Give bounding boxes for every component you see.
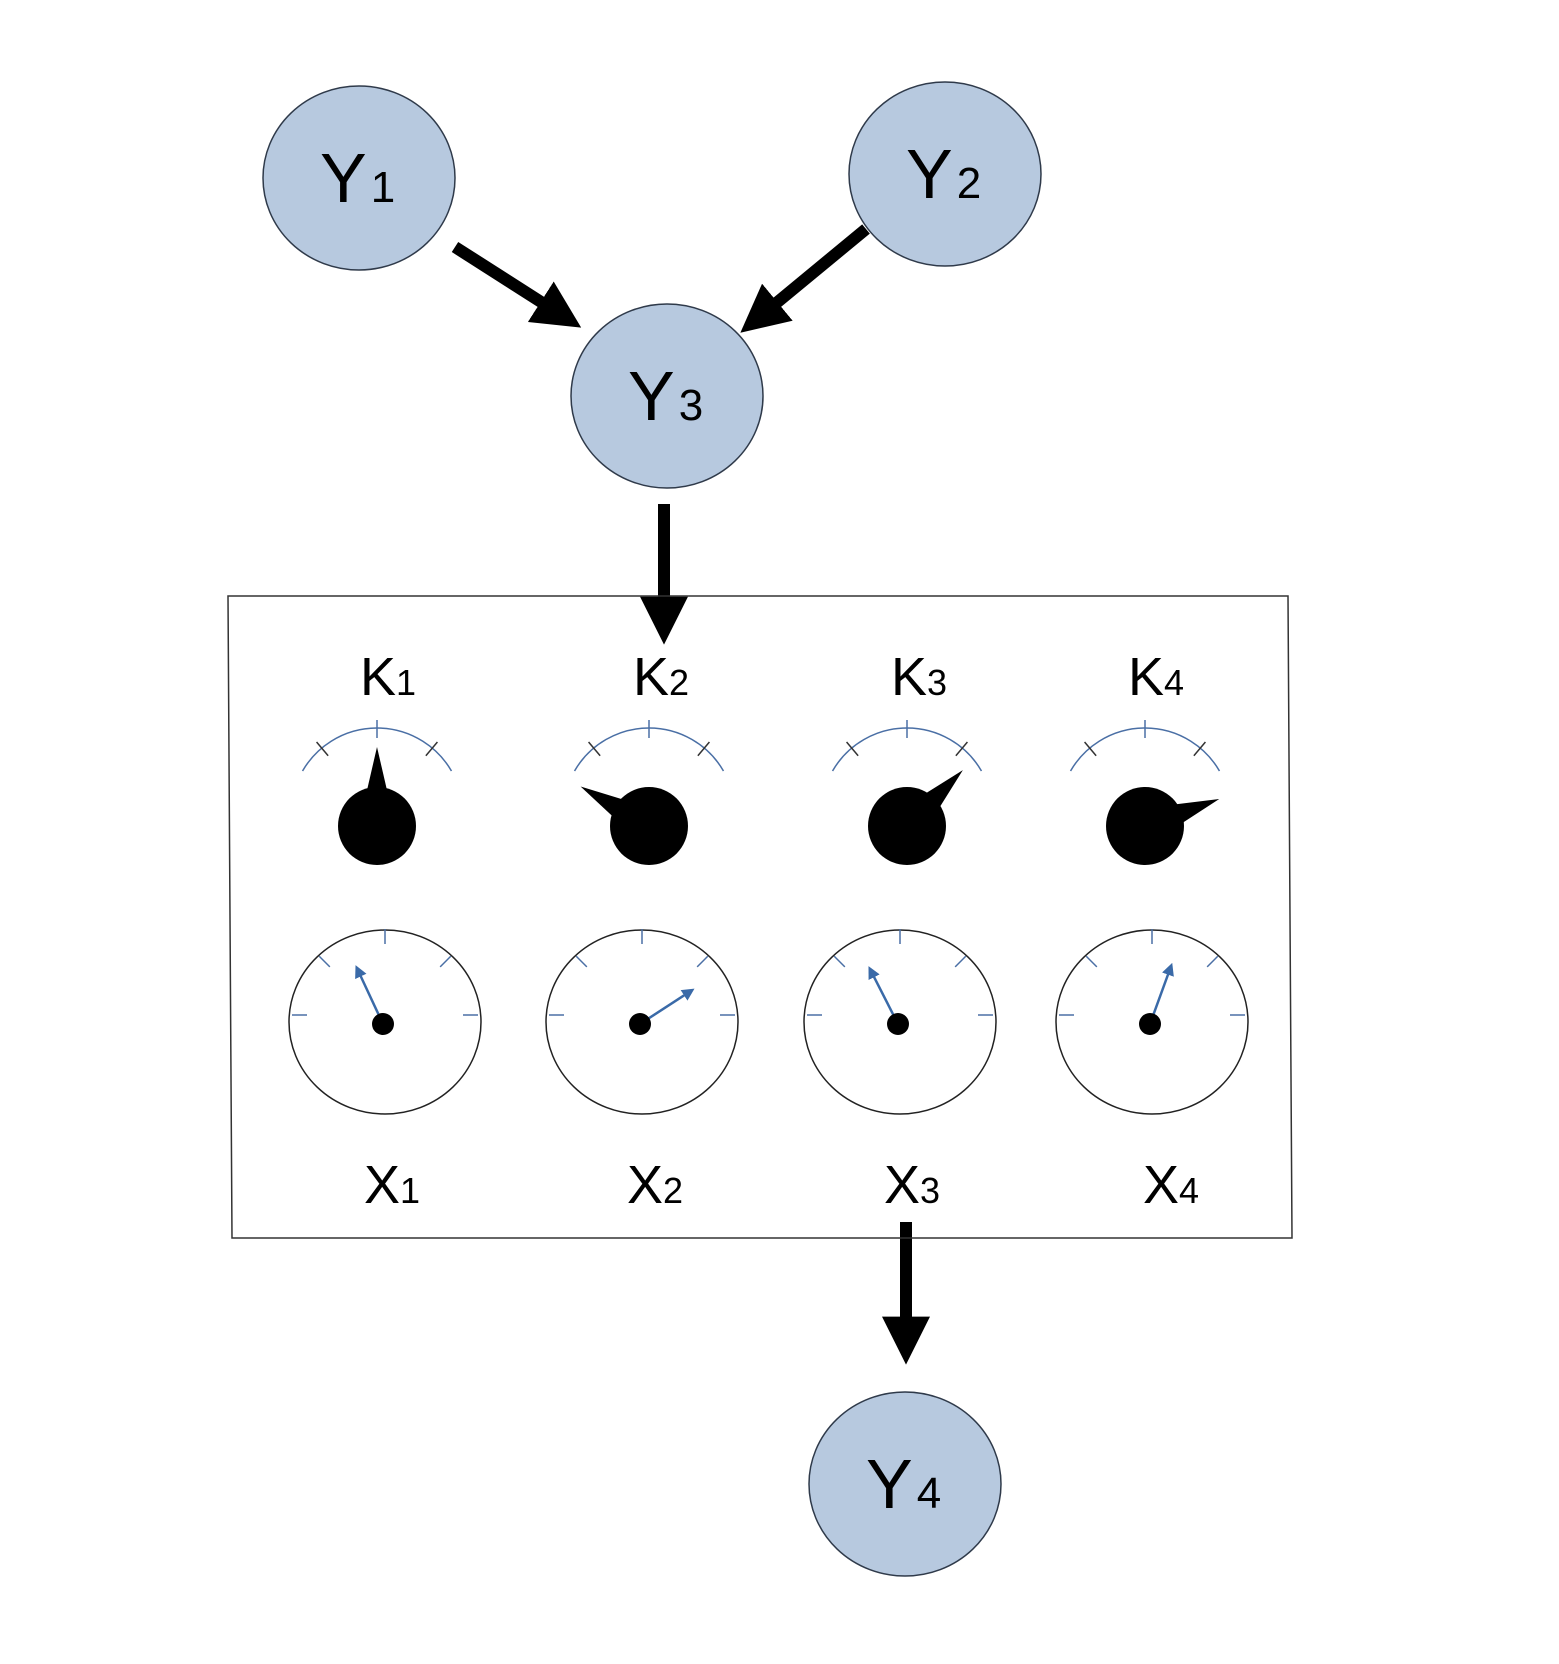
knob-tick bbox=[588, 741, 601, 757]
gauge-pivot bbox=[629, 1013, 651, 1035]
gauge-tick bbox=[1085, 955, 1098, 968]
plate-box bbox=[227, 595, 1293, 1239]
knob-tick bbox=[955, 741, 968, 757]
k1-label: K1 bbox=[360, 647, 416, 707]
knob-tick bbox=[697, 741, 710, 757]
gauge-tick bbox=[575, 955, 588, 968]
knob-icon bbox=[301, 720, 453, 865]
k2-label: K2 bbox=[633, 647, 689, 707]
node-y4-label: Y4 bbox=[866, 1445, 941, 1523]
gauge-icon bbox=[803, 929, 997, 1115]
gauge-tick bbox=[833, 955, 846, 968]
node-y1-label: Y1 bbox=[320, 139, 395, 217]
knob-tick bbox=[846, 741, 859, 757]
knob-pointer bbox=[919, 770, 963, 814]
knob-tick bbox=[316, 741, 329, 757]
knob-body bbox=[1106, 787, 1184, 865]
node-y1: Y1 bbox=[262, 85, 456, 271]
knob-body bbox=[610, 787, 688, 865]
node-y4: Y4 bbox=[808, 1391, 1002, 1577]
gauge-tick bbox=[439, 955, 452, 968]
gauge-pivot bbox=[1139, 1013, 1161, 1035]
knob-tick bbox=[425, 741, 438, 757]
gauge-tick bbox=[696, 955, 709, 968]
knob-pointer bbox=[365, 747, 389, 798]
x1-label: X1 bbox=[364, 1155, 420, 1215]
knob-icon bbox=[831, 720, 983, 865]
node-y3: Y3 bbox=[570, 303, 764, 489]
knob-pointer bbox=[580, 786, 630, 822]
knobs bbox=[301, 720, 1221, 865]
knob-tick bbox=[1193, 741, 1206, 757]
knob-body bbox=[868, 787, 946, 865]
gauge-tick bbox=[954, 955, 967, 968]
gauge-tick bbox=[318, 955, 331, 968]
knob-pointer bbox=[1168, 798, 1220, 828]
knob-icon bbox=[1069, 720, 1221, 865]
edge-y2-to-y3 bbox=[740, 224, 870, 333]
gauge-icon bbox=[288, 929, 482, 1115]
gauge-icon bbox=[545, 929, 739, 1115]
x4-label: X4 bbox=[1143, 1155, 1199, 1215]
x3-label: X3 bbox=[884, 1155, 940, 1215]
edges bbox=[451, 224, 930, 1365]
x2-label: X2 bbox=[627, 1155, 683, 1215]
knob-tick bbox=[1084, 741, 1097, 757]
node-y3-label: Y3 bbox=[628, 357, 703, 435]
knob-icon bbox=[573, 720, 725, 865]
edge-y1-to-y3 bbox=[451, 241, 582, 328]
gauge-icon bbox=[1055, 929, 1249, 1115]
gauge-pivot bbox=[887, 1013, 909, 1035]
gauge-tick bbox=[1206, 955, 1219, 968]
k3-label: K3 bbox=[891, 647, 947, 707]
node-y2-label: Y2 bbox=[906, 135, 981, 213]
k4-label: K4 bbox=[1128, 647, 1184, 707]
knob-body bbox=[338, 787, 416, 865]
gauge-pivot bbox=[372, 1013, 394, 1035]
gauges bbox=[288, 929, 1249, 1115]
node-y2: Y2 bbox=[848, 81, 1042, 267]
